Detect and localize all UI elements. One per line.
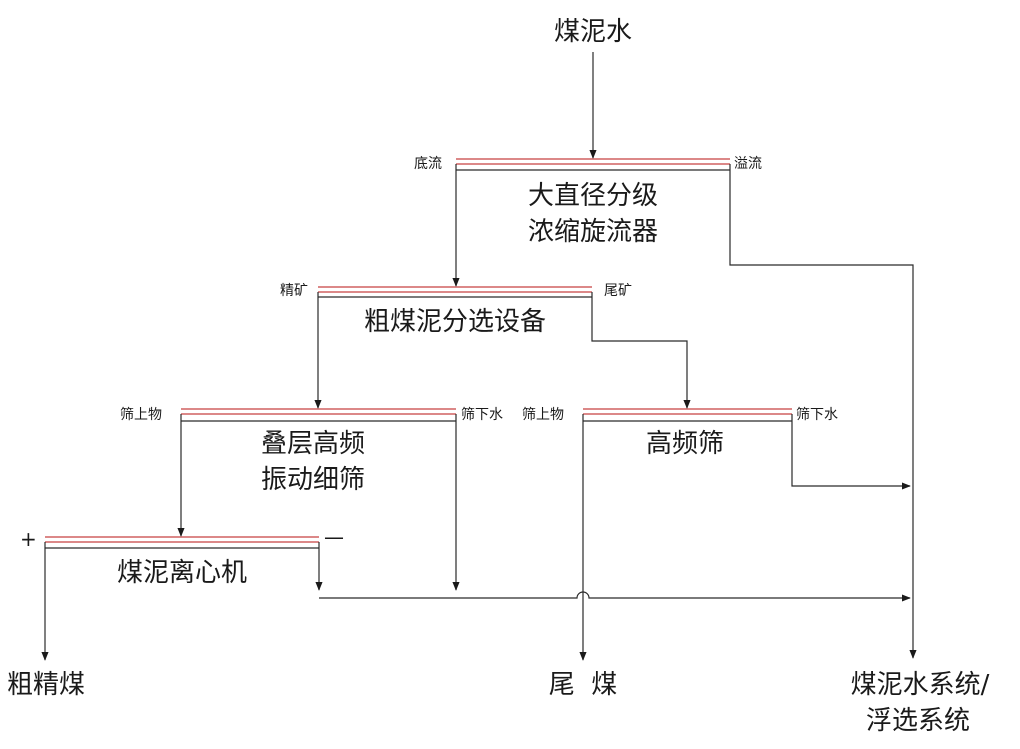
stacked-screen-bar (181, 408, 456, 422)
hf-undersize-label: 筛下水 (796, 407, 838, 423)
output-tail-coal: 尾 煤 (549, 670, 618, 700)
stacked-undersize-label: 筛下水 (461, 407, 503, 423)
stacked-oversize-label: 筛上物 (120, 407, 162, 423)
centrifuge-plus-sign: + (20, 527, 37, 551)
input-label: 煤泥水 (554, 17, 632, 47)
hf-screen-bar (583, 408, 792, 422)
separator-tailings-label: 尾矿 (604, 283, 632, 299)
separator-bar (318, 286, 592, 298)
hf-undersize-line (791, 414, 911, 490)
centrifuge-bar (45, 536, 319, 549)
separator-concentrate-label: 精矿 (280, 283, 308, 299)
cyclone-label-line1: 大直径分级 (528, 181, 658, 211)
centrifuge-label: 煤泥离心机 (117, 558, 247, 588)
separator-label: 粗煤泥分选设备 (364, 307, 546, 337)
cyclone-underflow-label: 底流 (414, 156, 442, 172)
output-coarse-clean-coal: 粗精煤 (7, 670, 85, 700)
overflow-line (729, 164, 917, 659)
cyclone-label-line2: 浓缩旋流器 (528, 217, 658, 247)
output-system-line1: 煤泥水系统/ (851, 670, 990, 700)
output-system-line2: 浮选系统 (866, 706, 970, 736)
hf-screen-label: 高频筛 (646, 429, 724, 459)
cyclone-bar (456, 158, 730, 171)
hf-oversize-label: 筛上物 (522, 407, 564, 423)
tailings-line (591, 292, 691, 409)
stacked-screen-line2: 振动细筛 (261, 465, 365, 495)
cyclone-overflow-label: 溢流 (734, 156, 762, 172)
effluent-header-line (319, 591, 911, 602)
stacked-screen-line1: 叠层高频 (261, 429, 365, 459)
centrifuge-minus-sign: — (324, 525, 344, 549)
